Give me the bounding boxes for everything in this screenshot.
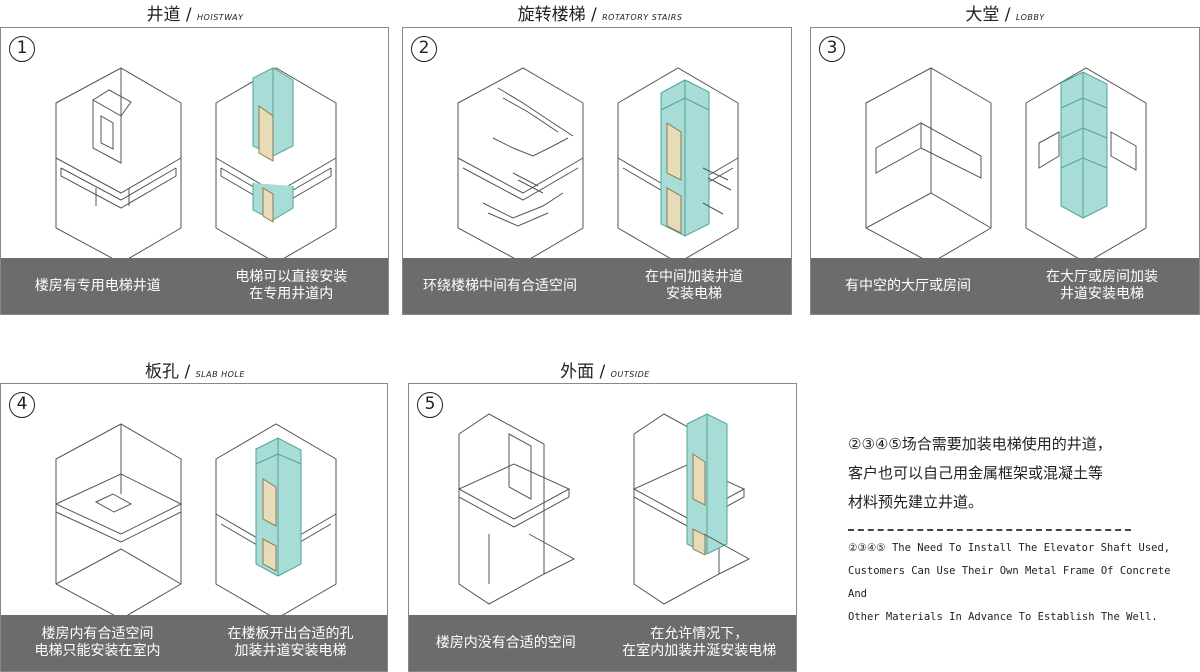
panel-1-caption: 楼房有专用电梯井道 电梯可以直接安装 在专用井道内	[1, 258, 388, 314]
note-divider	[848, 529, 1131, 531]
panel-1-title: 井道 / HOISTWAY	[146, 5, 244, 25]
note-zh-line: 材料预先建立井道。	[848, 493, 984, 511]
panel-number-5: 5	[417, 392, 443, 418]
panel-2-title: 旋转楼梯 / ROTATORY STAIRS	[517, 5, 683, 25]
slab-hole-illustration	[54, 423, 337, 617]
panel-number-2: 2	[411, 36, 437, 62]
hoistway-illustration	[55, 67, 337, 260]
panel-number-1: 1	[9, 36, 35, 62]
panel-1-caption-left: 楼房有专用电梯井道	[34, 277, 161, 294]
panel-number-3: 3	[819, 36, 845, 62]
shaft-note: ②③④⑤场合需要加装电梯使用的井道， 客户也可以自己用金属框架或混凝土等 材料预…	[848, 430, 1188, 629]
note-en-line: Other Materials In Advance To Establish …	[848, 611, 1158, 623]
panel-4-title: 板孔 / SLAB HOLE	[145, 362, 245, 382]
panel-3-caption: 有中空的大厅或房间 在大厅或房间加装 井道安装电梯	[811, 258, 1199, 314]
panel-2-caption-right: 在中间加装井道 安装电梯	[645, 269, 743, 302]
note-zh-line: ②③④⑤场合需要加装电梯使用的井道，	[848, 435, 1112, 453]
panel-3-title: 大堂 / LOBBY	[965, 5, 1045, 25]
outside-illustration	[457, 413, 751, 605]
panel-number-4: 4	[9, 392, 35, 418]
panel-3-caption-right: 在大厅或房间加装 井道安装电梯	[1046, 269, 1158, 302]
panel-5-caption-left: 楼房内没有合适的空间	[435, 634, 576, 651]
panel-4-caption-right: 在楼板开出合适的孔 加装井道安装电梯	[227, 626, 354, 659]
panel-slab-hole: 4 楼房内有合适空间 电梯只能安装在室内 在楼板开出合适的孔 加装井道安装电梯	[0, 383, 388, 672]
panel-5-title: 外面 / OUTSIDE	[560, 362, 650, 382]
note-en-line: ②③④⑤ The Need To Install The Elevator Sh…	[848, 542, 1171, 554]
panel-2-caption-left: 环绕楼梯中间有合适空间	[423, 277, 577, 294]
panel-4-caption: 楼房内有合适空间 电梯只能安装在室内 在楼板开出合适的孔 加装井道安装电梯	[1, 615, 387, 671]
panel-outside: 5 楼房内没有合适的空间 在允许情况下， 在室内加装井涎安装电梯	[408, 383, 797, 672]
lobby-illustration	[865, 67, 1147, 260]
panel-3-caption-left: 有中空的大厅或房间	[845, 277, 971, 294]
note-en-line: Customers Can Use Their Own Metal Frame …	[848, 565, 1171, 600]
panel-lobby: 3 有中空的大厅或房间 在大厅或房间加装 井道安装电梯	[810, 27, 1200, 315]
note-zh-line: 客户也可以自己用金属框架或混凝土等	[848, 464, 1104, 482]
panel-1-caption-right: 电梯可以直接安装 在专用井道内	[235, 269, 348, 302]
panel-2-caption: 环绕楼梯中间有合适空间 在中间加装井道 安装电梯	[403, 258, 791, 314]
panel-rotatory-stairs: 2 环绕楼梯中间有合适空间 在中间加装井道 安装电梯	[402, 27, 792, 315]
panel-hoistway: 1 楼房有专用电梯井道 电梯可以直接安装 在专用井道内	[0, 27, 389, 315]
rotatory-stairs-illustration	[457, 67, 739, 260]
panel-4-caption-left: 楼房内有合适空间 电梯只能安装在室内	[34, 626, 161, 659]
panel-5-caption-right: 在允许情况下， 在室内加装井涎安装电梯	[622, 626, 777, 659]
panel-5-caption: 楼房内没有合适的空间 在允许情况下， 在室内加装井涎安装电梯	[409, 615, 796, 671]
